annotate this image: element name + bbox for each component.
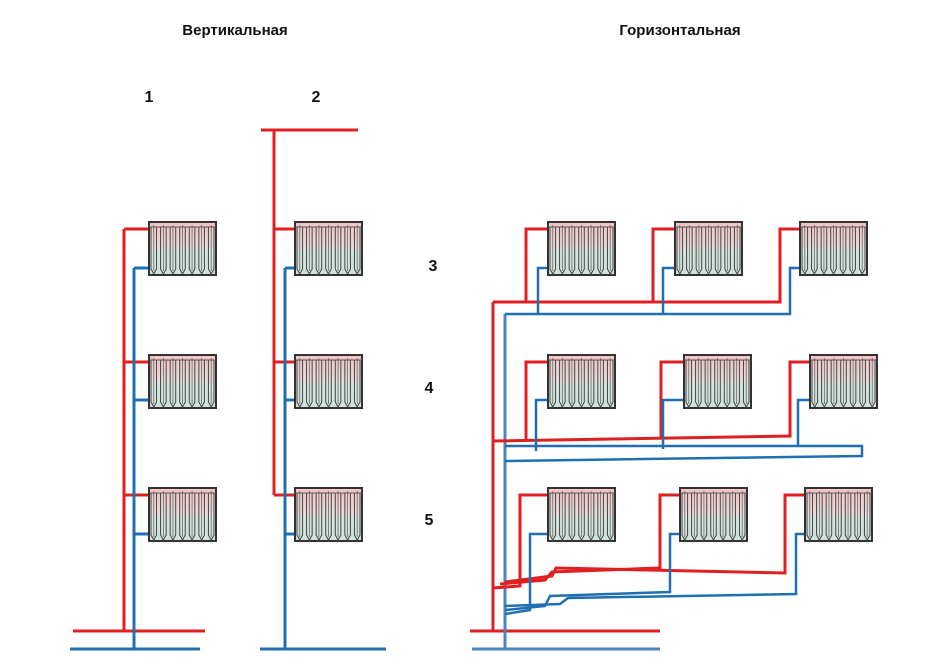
radiator xyxy=(799,221,868,276)
scheme-5-piping xyxy=(492,493,805,616)
radiator xyxy=(294,354,363,409)
scheme-label-1: 1 xyxy=(145,89,154,106)
radiators xyxy=(148,221,878,542)
scheme-label-3: 3 xyxy=(429,258,438,275)
radiator xyxy=(679,487,748,542)
scheme-2-piping xyxy=(260,128,386,651)
radiator xyxy=(547,487,616,542)
scheme-label-5: 5 xyxy=(425,512,434,529)
radiator xyxy=(148,354,217,409)
scheme-label-4: 4 xyxy=(425,380,434,397)
radiator xyxy=(294,487,363,542)
radiator xyxy=(148,221,217,276)
vertical-title: Вертикальная xyxy=(182,22,287,39)
radiator xyxy=(547,221,616,276)
horizontal-title: Горизонтальная xyxy=(619,22,740,39)
radiator xyxy=(809,354,878,409)
scheme-3-piping xyxy=(493,227,800,316)
scheme-4-piping xyxy=(492,360,864,463)
radiator xyxy=(674,221,743,276)
radiator xyxy=(294,221,363,276)
scheme-label-2: 2 xyxy=(312,89,321,106)
radiator xyxy=(148,487,217,542)
radiator xyxy=(804,487,873,542)
radiator xyxy=(547,354,616,409)
horizontal-mains xyxy=(470,302,660,651)
radiator xyxy=(683,354,752,409)
scheme-1-piping xyxy=(70,227,205,651)
